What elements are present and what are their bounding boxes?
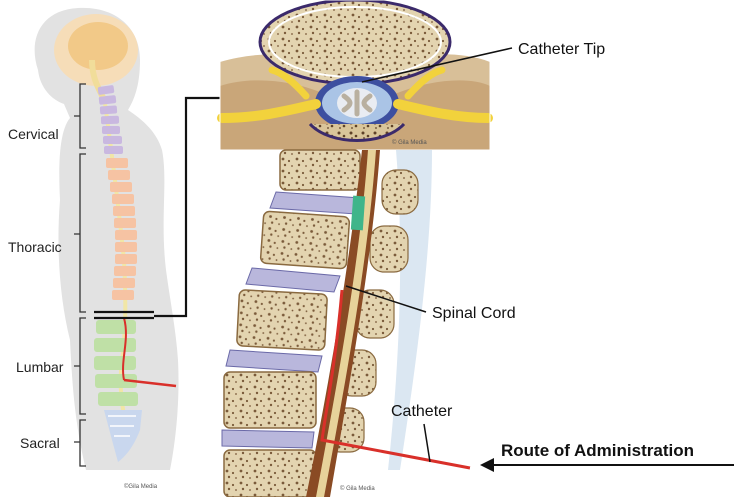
route-arrow — [480, 458, 734, 472]
credit-inset: © Gila Media — [392, 140, 427, 146]
label-sacral: Sacral — [20, 436, 60, 450]
label-catheter-tip: Catheter Tip — [518, 42, 605, 58]
label-spinal-cord: Spinal Cord — [432, 306, 516, 322]
label-thoracic: Thoracic — [8, 240, 62, 254]
credit-small: ©Gila Media — [124, 484, 157, 490]
credit-main: © Gila Media — [340, 486, 375, 492]
cross-section-inset — [220, 0, 490, 150]
label-catheter: Catheter — [391, 404, 452, 420]
label-route-of-administration: Route of Administration — [501, 442, 694, 459]
sagittal-spine — [220, 150, 476, 497]
label-lumbar: Lumbar — [16, 360, 63, 374]
lumbar-vertebrae — [94, 320, 138, 406]
catheter-leader — [424, 424, 430, 462]
label-cervical: Cervical — [8, 127, 59, 141]
